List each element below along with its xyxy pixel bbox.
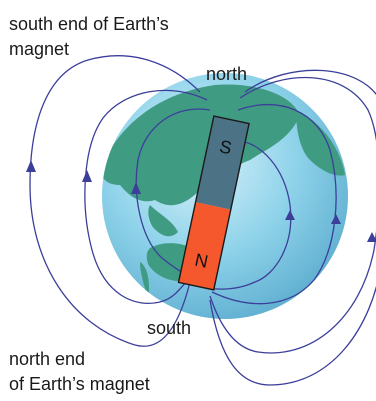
label-north-end-line2: of Earth’s magnet <box>9 374 150 394</box>
landmass-islands <box>148 205 178 237</box>
magnet-top-pole-label: S <box>218 136 234 158</box>
magnet-outline <box>177 115 250 291</box>
landmass-west-island <box>140 262 150 300</box>
field-line-innermost-right <box>207 139 292 290</box>
label-north-end-line1: north end <box>9 349 85 369</box>
field-line-inner-right <box>211 103 337 305</box>
field-line-outer-right <box>209 76 376 354</box>
bar-magnet: S N <box>177 115 250 291</box>
field-line-outer-left <box>29 55 201 347</box>
field-line-inner-left <box>84 89 208 304</box>
landmass-asia <box>102 84 300 206</box>
label-south-end-line2: magnet <box>9 39 69 59</box>
field-line-innermost-left <box>135 108 211 279</box>
label-south-end-line1: south end of Earth’s <box>9 14 169 34</box>
label-south: south <box>147 318 191 338</box>
arrowhead-left-innermost <box>131 182 141 194</box>
field-lines <box>26 55 376 386</box>
magnet-bottom-pole-label: N <box>193 250 210 272</box>
arrowhead-right-innermost <box>285 210 295 220</box>
field-line-far-right <box>209 69 376 386</box>
arrowhead-right-inner <box>331 214 341 224</box>
arrowhead-left-outer <box>26 160 36 172</box>
label-north: north <box>206 64 247 84</box>
arrowhead-right-outer <box>367 232 376 242</box>
arrowhead-left-inner <box>82 170 92 182</box>
